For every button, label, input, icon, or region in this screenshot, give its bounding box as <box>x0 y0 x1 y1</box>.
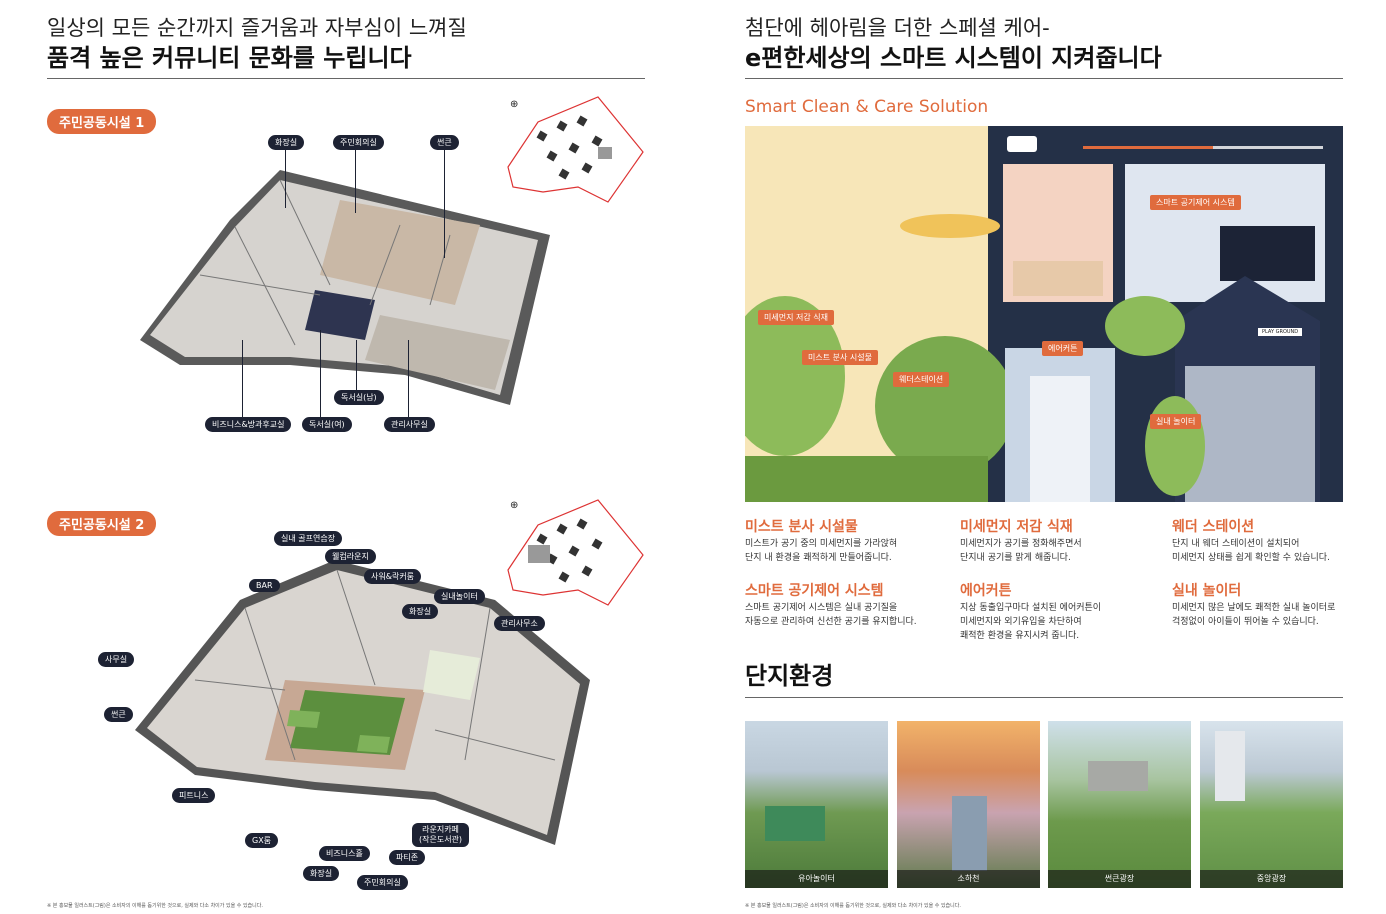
leader-line <box>408 340 409 417</box>
right-heading-line1: 첨단에 헤아림을 더한 스페셜 케어- <box>745 16 1050 40</box>
callout-s2-shower: 사워&락커룸 <box>364 569 422 584</box>
callout-s2-bar: BAR <box>249 579 280 592</box>
callout-s2-business-hall: 비즈니스홀 <box>319 846 370 861</box>
stream <box>952 796 987 871</box>
photo-central-plaza: 중앙광장 <box>1200 721 1343 888</box>
feature-title-planting: 미세먼지 저감 식재 <box>960 519 1073 535</box>
photo-caption: 유아놀이터 <box>745 870 888 888</box>
right-heading-line2: e편한세상의 스마트 시스템이 지켜줍니다 <box>745 44 1162 72</box>
callout-s1-business-class: 비즈니스&방과후교실 <box>205 417 292 432</box>
solution-title: Smart Clean & Care Solution <box>745 97 989 117</box>
feature-desc-weather: 단지 내 웨더 스테이션이 설치되어 미세먼지 상태를 쉽게 확인할 수 있습니… <box>1172 539 1330 563</box>
floorplan-1 <box>140 170 550 405</box>
callout-s2-kids: 실내놀이터 <box>434 589 485 604</box>
left-divider <box>47 78 645 79</box>
site-map-2 <box>507 499 644 606</box>
callout-s2-management: 관리사무소 <box>494 616 545 631</box>
tag-weather-station: 웨더스테이션 <box>893 372 950 387</box>
callout-s2-fitness: 피트니스 <box>172 788 216 803</box>
section1-pill: 주민공동시설 1 <box>47 109 157 134</box>
site-map-1 <box>507 96 644 203</box>
callout-s1-reading-m: 독서실(남) <box>334 390 384 405</box>
photo-stream: 소하천 <box>897 721 1040 888</box>
photo-caption: 소하천 <box>897 870 1040 888</box>
photo-caption: 썬큰광장 <box>1048 870 1191 888</box>
compass-icon: ⊕ <box>510 99 519 110</box>
feature-title-indoor-play: 실내 놀이터 <box>1172 583 1242 599</box>
leader-line <box>242 340 243 417</box>
callout-s2-welcome: 웰컴라운지 <box>325 549 376 564</box>
right-divider <box>745 78 1343 79</box>
tag-smart-air: 스마트 공기제어 시스템 <box>1150 195 1241 210</box>
feature-desc-planting: 미세먼지가 공기를 정화해주면서 단지내 공기를 맑게 해줍니다. <box>960 539 1082 563</box>
callout-s1-meeting-room: 주민회의실 <box>333 135 384 150</box>
callout-s1-restroom: 화장실 <box>268 135 305 150</box>
callout-s2-party: 파티존 <box>389 850 426 865</box>
leader-line <box>444 148 445 258</box>
leader-line <box>355 148 356 213</box>
left-heading-line1: 일상의 모든 순간까지 즐거움과 자부심이 느껴질 <box>47 16 467 40</box>
callout-s2-restroom2: 화장실 <box>303 866 340 881</box>
env-divider <box>745 697 1343 698</box>
feature-desc-air-curtain: 지상 동출입구마다 설치된 에어커튼이 미세먼지와 외기유입을 차단하여 쾌적한… <box>960 603 1102 641</box>
photo-kids-playground: 유아놀이터 <box>745 721 888 888</box>
callout-s1-reading-f: 독서실(여) <box>302 417 352 432</box>
left-heading-line2: 품격 높은 커뮤니티 문화를 누립니다 <box>47 44 412 72</box>
callout-s1-sunken: 썬큰 <box>430 135 459 150</box>
tag-air-curtain: 에어커튼 <box>1042 341 1084 356</box>
court <box>765 806 825 841</box>
left-footnote: ※ 본 홍보물 일러스트(그림)은 소비자의 이해를 돕기위한 것으로, 실제와… <box>47 903 263 909</box>
feature-title-weather: 웨더 스테이션 <box>1172 519 1255 535</box>
tower <box>1215 731 1245 801</box>
callout-s2-gx: GX룸 <box>245 833 279 848</box>
callout-s2-sunken: 썬큰 <box>104 707 133 722</box>
play-ground-sign: PLAY GROUND <box>1258 328 1303 336</box>
tag-dust-planting: 미세먼지 저감 식재 <box>758 310 834 325</box>
leader-line <box>356 340 357 390</box>
feature-desc-smart-air: 스마트 공기제어 시스템은 실내 공기질을 자동으로 관리하여 신선한 공기를 … <box>745 603 917 627</box>
floorplan-2 <box>135 560 590 845</box>
bridge <box>1088 761 1148 791</box>
feature-title-smart-air: 스마트 공기제어 시스템 <box>745 583 884 599</box>
photo-sunken-plaza: 썬큰광장 <box>1048 721 1191 888</box>
right-footnote: ※ 본 홍보물 일러스트(그림)은 소비자의 이해를 돕기위한 것으로, 실제와… <box>745 903 961 909</box>
callout-s2-lounge: 라운지카페 (작은도서관) <box>412 823 470 847</box>
callout-s2-golf: 실내 골프연습장 <box>274 531 343 546</box>
section2-pill: 주민공동시설 2 <box>47 511 157 536</box>
callout-s2-meeting: 주민회의실 <box>357 875 408 890</box>
smart-care-illustration <box>745 126 1343 502</box>
env-title: 단지환경 <box>745 662 834 690</box>
compass-icon: ⊕ <box>510 500 519 511</box>
photo-caption: 중앙광장 <box>1200 870 1343 888</box>
feature-desc-mist: 미스트가 공기 중의 미세먼지를 가라앉혀 단지 내 환경을 쾌적하게 만들어줍… <box>745 539 898 563</box>
leader-line <box>320 330 321 417</box>
tag-mist: 미스트 분사 시설물 <box>802 350 878 365</box>
feature-title-mist: 미스트 분사 시설물 <box>745 519 858 535</box>
tag-indoor-playground: 실내 놀이터 <box>1150 414 1202 429</box>
leader-line <box>285 148 286 208</box>
feature-title-air-curtain: 에어커튼 <box>960 583 1012 599</box>
feature-desc-indoor-play: 미세먼지 많은 날에도 쾌적한 실내 놀이터로 걱정없이 아이들이 뛰어놀 수 … <box>1172 603 1336 627</box>
callout-s2-restroom: 화장실 <box>402 604 439 619</box>
callout-s1-management: 관리사무실 <box>384 417 435 432</box>
callout-s2-office: 사무실 <box>98 652 135 667</box>
